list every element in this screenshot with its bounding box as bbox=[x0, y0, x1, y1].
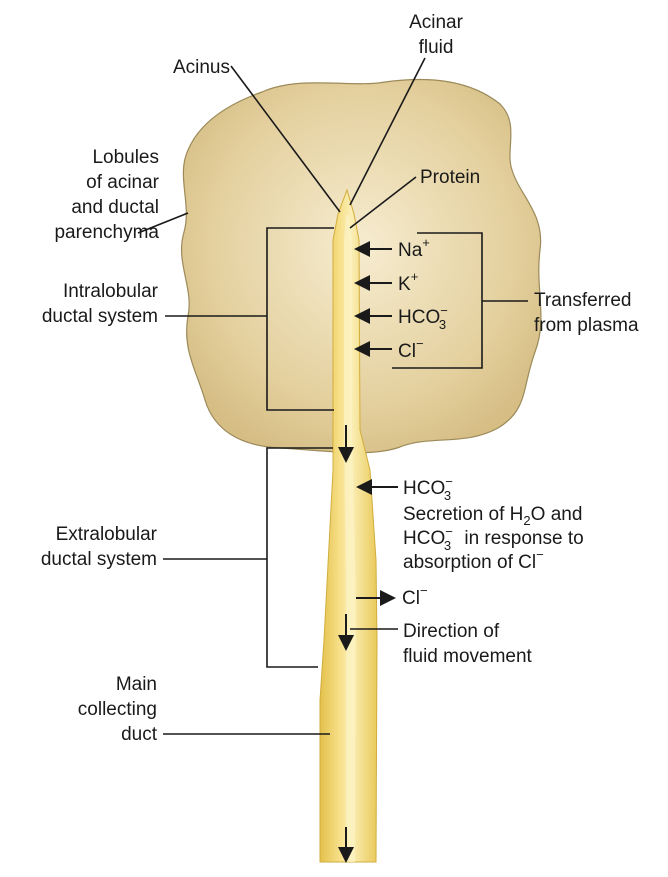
lobules-label-1: Lobules bbox=[92, 147, 159, 168]
acinar-fluid-label-1: Acinar bbox=[409, 12, 464, 33]
k-label: K+ bbox=[398, 269, 418, 295]
hco3-secretion-label: HCO−3 bbox=[403, 474, 453, 503]
transferred-label-1: Transferred bbox=[534, 290, 632, 311]
na-label: Na+ bbox=[398, 235, 430, 261]
acinar-fluid-label-2: fluid bbox=[419, 37, 454, 58]
extralobular-label-1: Extralobular bbox=[56, 524, 158, 545]
cl-absorption-label: Cl− bbox=[402, 583, 428, 609]
protein-label: Protein bbox=[420, 167, 480, 188]
lobules-label-3: and ductal bbox=[71, 197, 159, 218]
duct-highlight bbox=[344, 215, 356, 862]
intralobular-label-2: ductal system bbox=[42, 306, 158, 327]
direction-label-2: fluid movement bbox=[403, 646, 533, 667]
main-duct-label-1: Main bbox=[116, 674, 157, 695]
extralobular-label-2: ductal system bbox=[41, 549, 157, 570]
cl-label: Cl− bbox=[398, 336, 424, 362]
transferred-label-2: from plasma bbox=[534, 315, 639, 336]
direction-label-1: Direction of bbox=[403, 621, 500, 642]
ion-arrows bbox=[338, 241, 398, 863]
hco3-label: HCO−3 bbox=[398, 303, 448, 332]
acinus-label: Acinus bbox=[173, 57, 230, 78]
secretion-line-1: Secretion of H2O and bbox=[403, 504, 582, 528]
intralobular-label-1: Intralobular bbox=[63, 281, 159, 302]
main-duct-label-2: collecting bbox=[78, 699, 157, 720]
main-duct-label-3: duct bbox=[121, 724, 158, 745]
leader-lines bbox=[137, 57, 528, 735]
lobule bbox=[180, 78, 542, 454]
lobules-label-4: parenchyma bbox=[54, 222, 159, 243]
secretion-line-3: absorption of Cl− bbox=[403, 547, 544, 573]
lobules-label-2: of acinar bbox=[86, 172, 160, 193]
secretion-line-2: HCO−3 in response to bbox=[403, 524, 584, 553]
